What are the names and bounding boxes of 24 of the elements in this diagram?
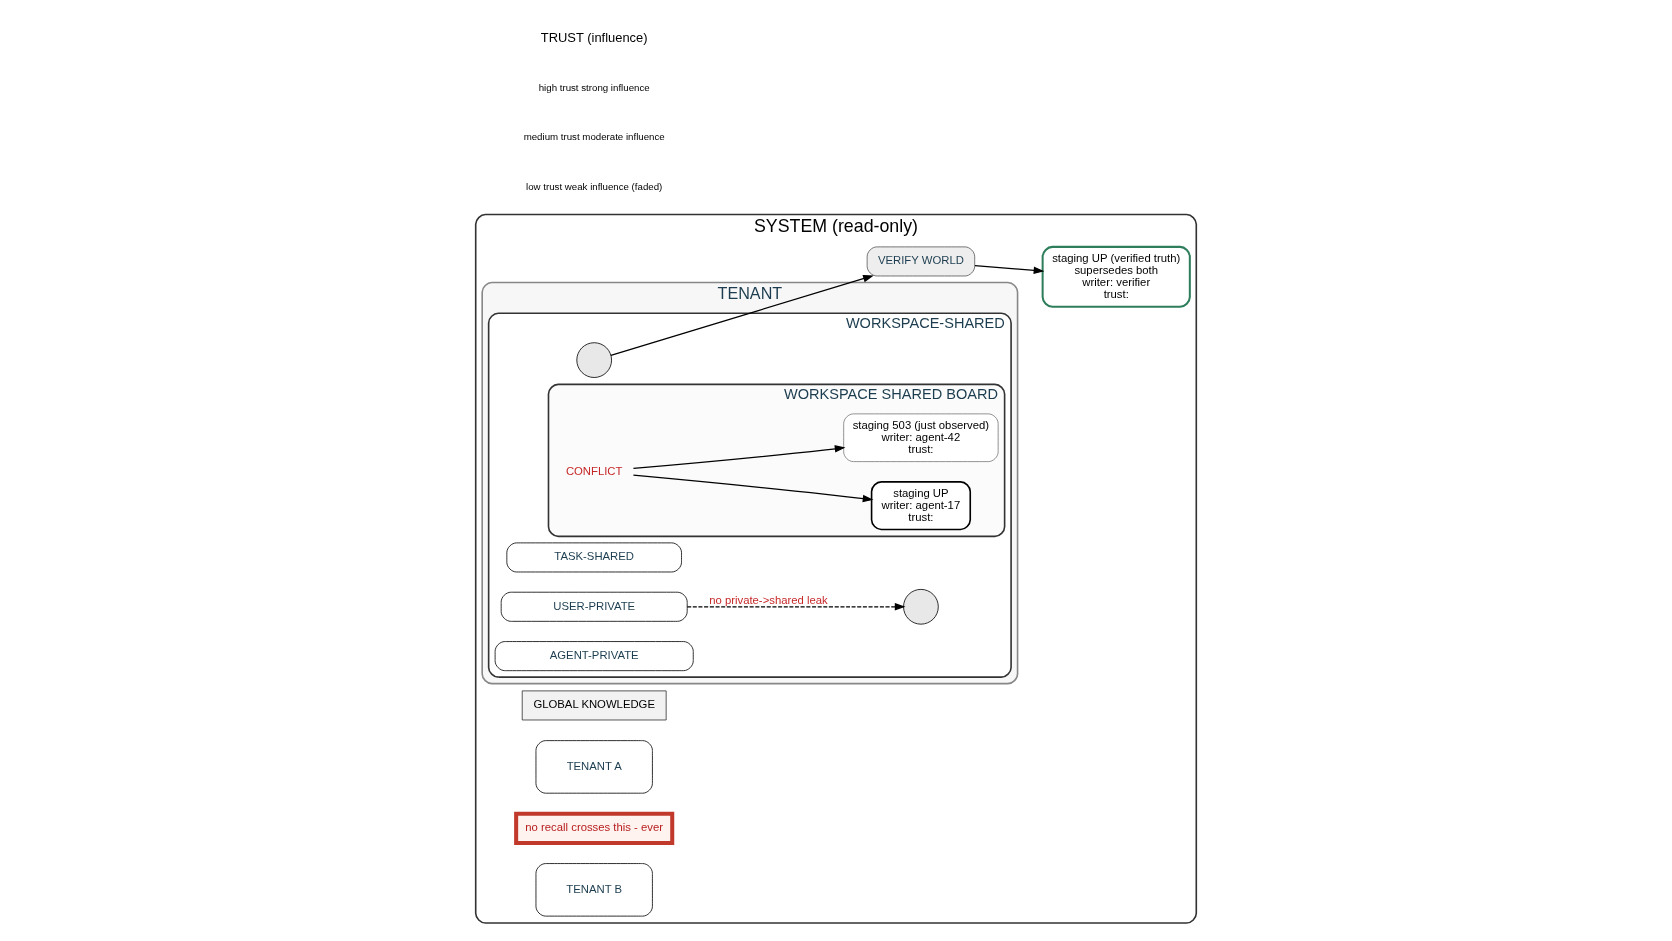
node-box: TASK-SHARED (506, 542, 682, 573)
legend-label: high trust strong influence (538, 81, 650, 93)
node-box: USER-PRIVATE (500, 591, 688, 622)
node-box: staging UP writer: agent-17 trust: (870, 481, 972, 531)
legend-label: low trust weak influence (faded) (526, 180, 663, 192)
arrow (686, 603, 906, 611)
label: TRUST (influence) (540, 30, 648, 46)
node-box: no recall crosses this - ever (514, 811, 675, 845)
arrow (632, 445, 846, 470)
arrow (974, 265, 1045, 275)
node-box: GLOBAL KNOWLEDGE (521, 690, 667, 721)
node-box: TENANT B (535, 863, 653, 917)
arrow (632, 474, 874, 503)
node-box: VERIFY WORLD (866, 246, 976, 277)
node-box: staging 503 (just observed) writer: agent-42 trust: (843, 413, 999, 462)
arrow (610, 275, 874, 356)
legend-label: medium trust moderate influence (523, 131, 665, 143)
node-box: AGENT-PRIVATE (494, 641, 694, 672)
node-text: CONFLICT (565, 464, 623, 477)
node-person (903, 589, 939, 625)
node-box: TENANT A (535, 740, 653, 794)
node-person (576, 342, 612, 378)
edge-label: no private->shared leak (709, 593, 828, 606)
node-box: staging UP (verified truth) supersedes both writer: verifier trust: (1041, 245, 1191, 308)
